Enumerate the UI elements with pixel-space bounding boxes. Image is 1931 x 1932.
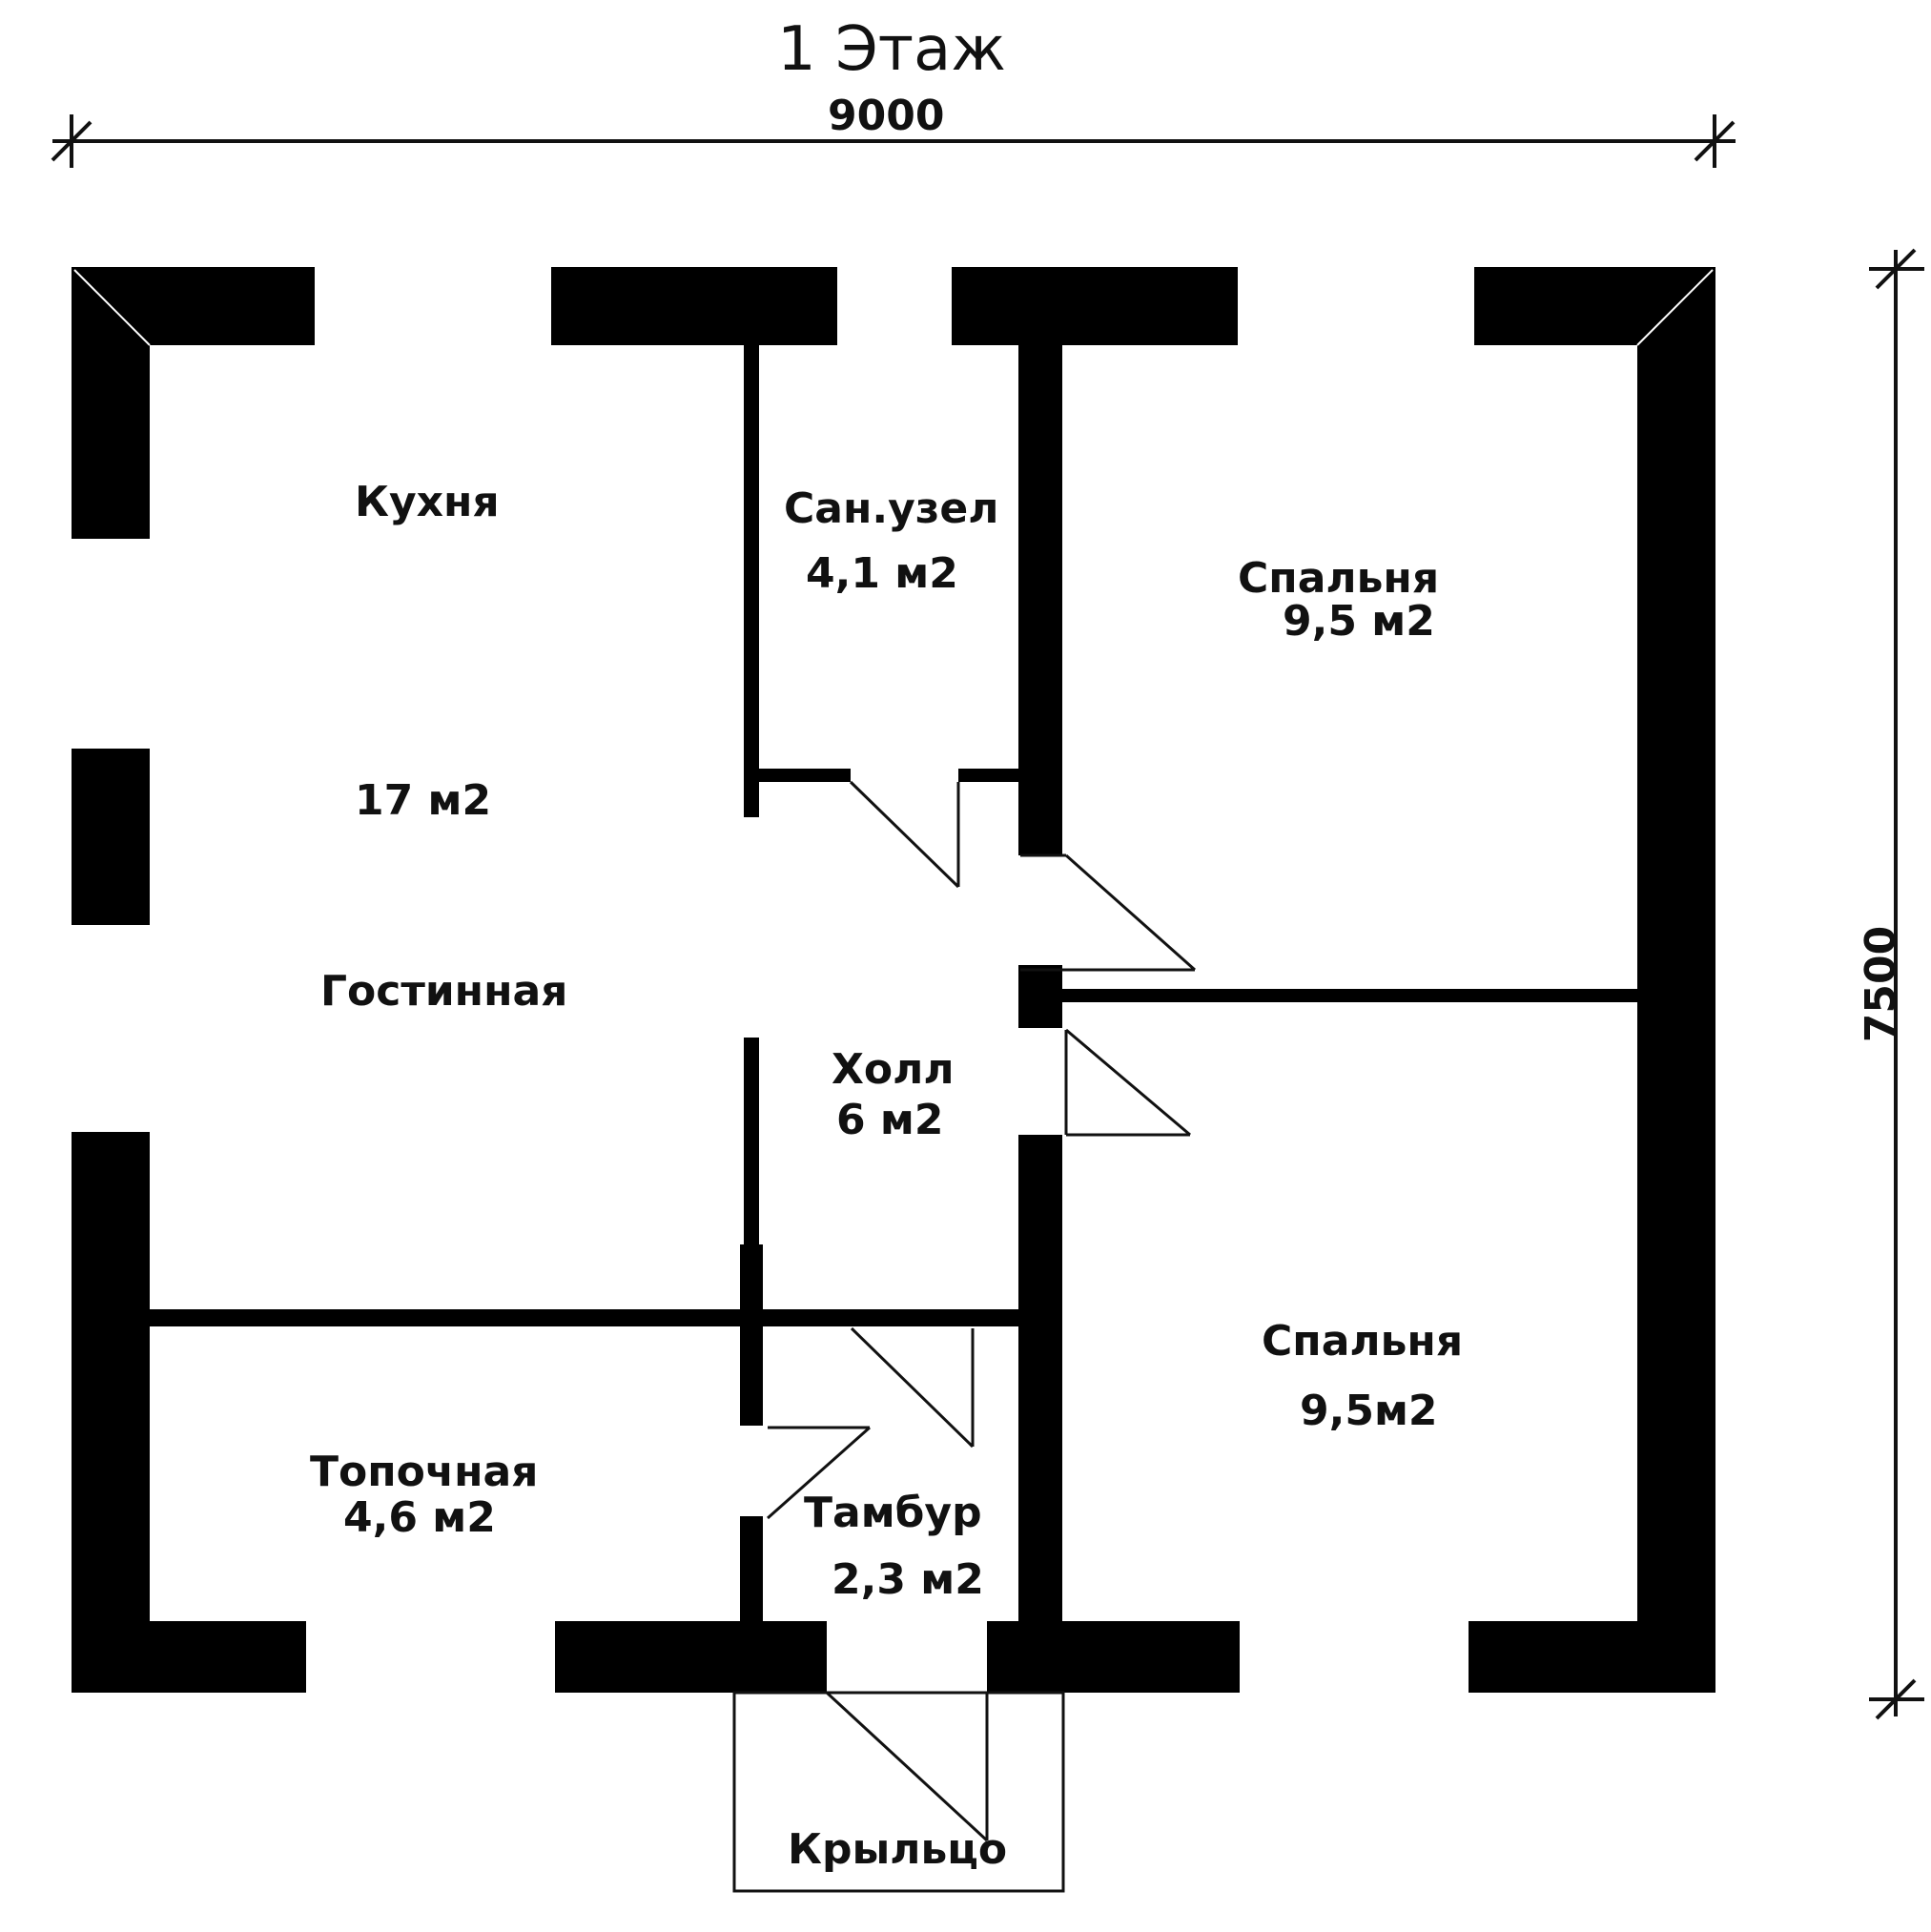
corner-miters: [73, 269, 1714, 346]
floor-title: 1 Этаж: [777, 14, 1006, 85]
bathroom-area: 4,1 м2: [806, 549, 958, 598]
boiler-room-name: Топочная: [310, 1448, 539, 1496]
height-dimension-line: [1869, 248, 1924, 1720]
interior-walls: [150, 345, 1637, 1650]
bedroom-1-area: 9,5 м2: [1283, 597, 1435, 646]
vestibule-area: 2,3 м2: [832, 1555, 984, 1604]
kitchen-area: 17 м2: [355, 776, 492, 825]
width-dimension-label: 9000: [828, 92, 945, 140]
hall-name: Холл: [832, 1045, 955, 1094]
width-dimension-line: [51, 114, 1736, 168]
boiler-room-area: 4,6 м2: [343, 1493, 496, 1542]
bedroom-2-name: Спальня: [1262, 1317, 1464, 1366]
living-room-name: Гостинная: [320, 967, 568, 1016]
bathroom-name: Сан.узел: [784, 484, 999, 533]
porch-name: Крыльцо: [788, 1825, 1008, 1874]
vestibule-name: Тамбур: [804, 1489, 982, 1537]
kitchen-name: Кухня: [355, 478, 500, 526]
hall-area: 6 м2: [836, 1096, 944, 1144]
bedroom-1-name: Спальня: [1238, 554, 1440, 603]
porch-outline: [732, 1691, 1065, 1893]
height-dimension-label: 7500: [1857, 925, 1905, 1043]
door-swings: [767, 780, 1196, 1842]
bedroom-2-area: 9,5м2: [1300, 1387, 1438, 1435]
